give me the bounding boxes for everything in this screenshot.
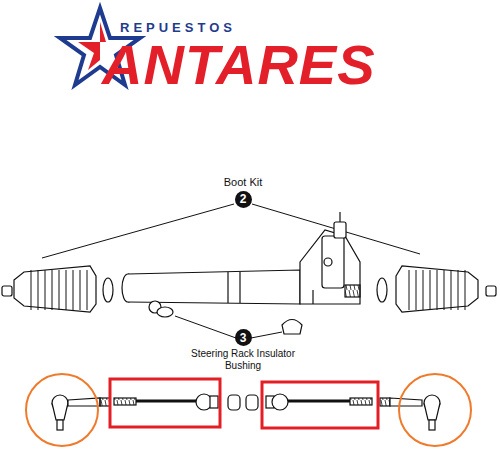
inner-tie-rod — [114, 394, 372, 410]
callout: 3Steering Rack Insulator Bushing — [185, 329, 301, 371]
callout-number: 3 — [235, 329, 252, 346]
logo-title: ANTARES — [102, 34, 376, 96]
outer-tie-rod-end — [52, 395, 110, 430]
outer-tie-rod-end — [380, 395, 440, 430]
insulator-bushing — [157, 307, 302, 334]
part-name: Boot Kit — [222, 176, 265, 189]
callout-number: 2 — [235, 191, 252, 208]
left-boot — [2, 266, 113, 312]
logo-subtitle: REPUESTOS — [120, 20, 236, 35]
leader-lines — [42, 204, 420, 338]
rack-housing — [122, 212, 360, 313]
highlight-marks — [26, 374, 471, 446]
right-boot — [377, 266, 496, 312]
callout: Boot Kit 2 — [222, 176, 265, 208]
part-name: Steering Rack Insulator Bushing — [185, 348, 301, 371]
